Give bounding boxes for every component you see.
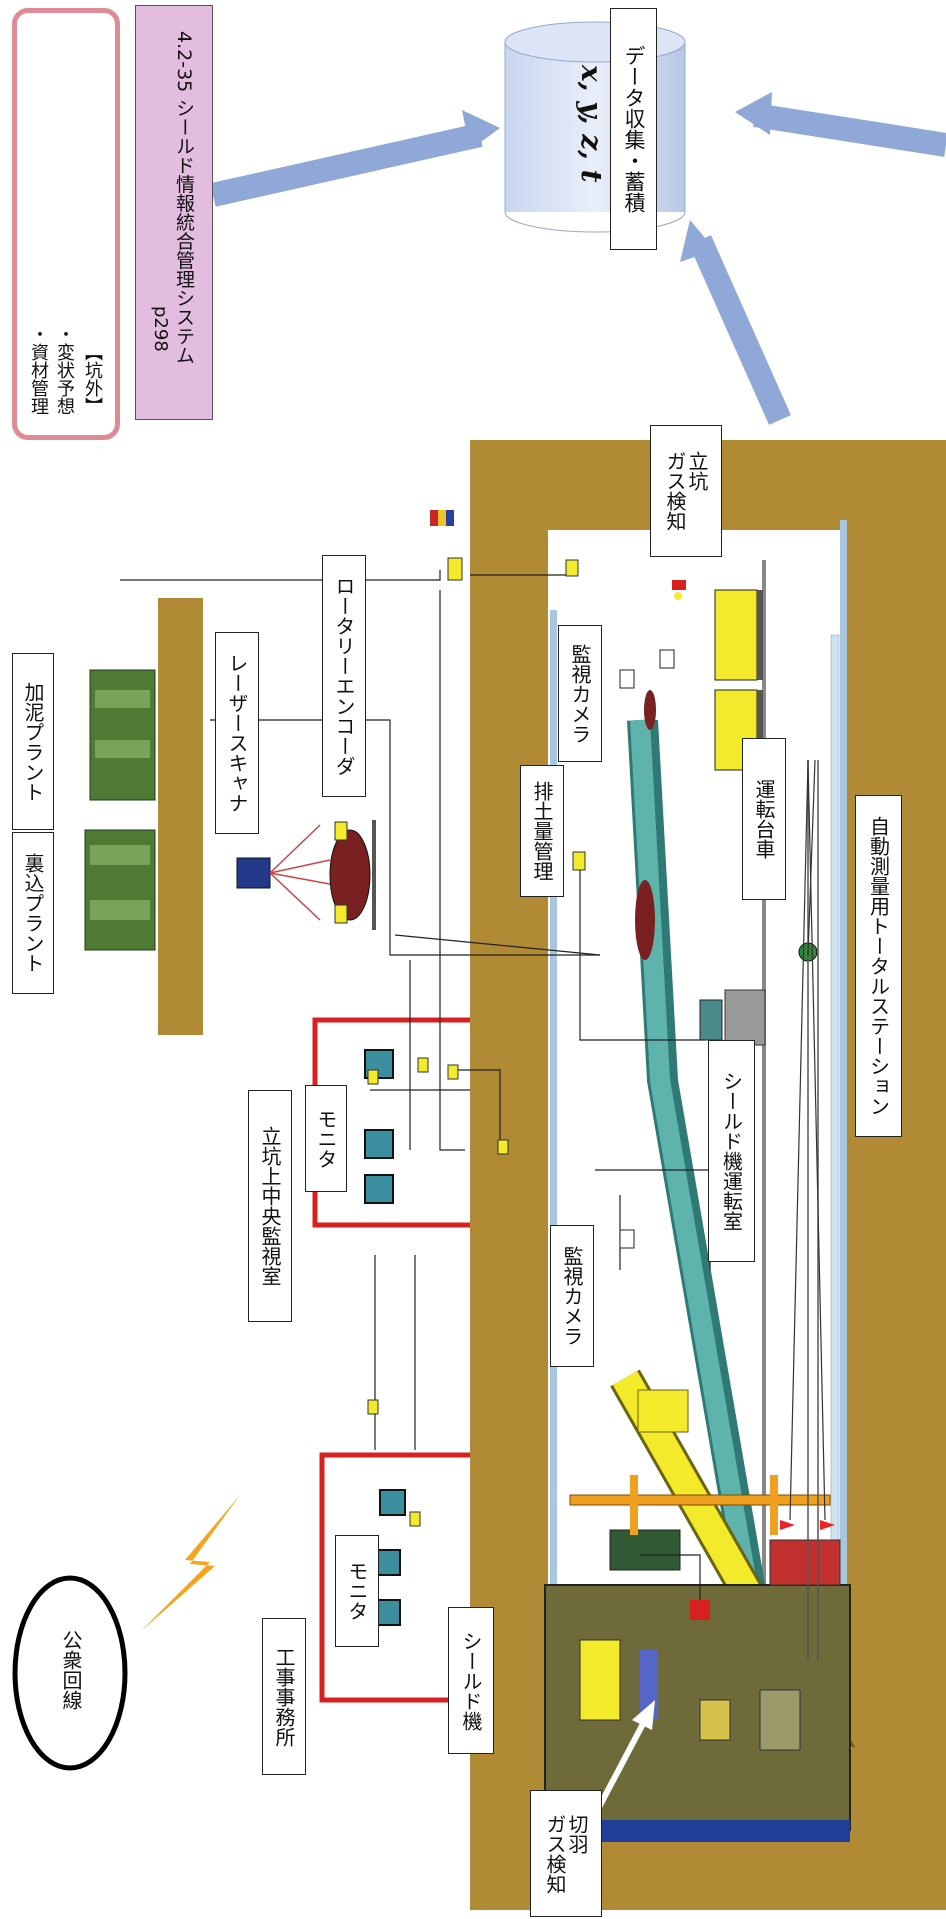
database-label: データ収集・蓄積 <box>610 8 657 250</box>
camera-top-label: 監視カメラ <box>558 625 602 762</box>
shield-machine-label: シールド機 <box>448 1607 494 1754</box>
database-variables: x, y, z, t <box>575 65 608 183</box>
laser-scanner-graphic <box>237 820 376 930</box>
monitor-a-label: モニタ <box>305 1085 347 1192</box>
urakomi-plant-label: 裏込プラント <box>12 832 54 994</box>
face-gas-label: 切羽 ガス検知 <box>530 1790 602 1917</box>
system-box-page: p298 <box>150 306 171 352</box>
camera-bottom-label: 監視カメラ <box>550 1225 594 1367</box>
monitor-b-label: モニタ <box>335 1535 379 1647</box>
outside-box: 【坑外】 ・変状予想 ・資材管理 <box>12 8 120 440</box>
shaft-gas-label: 立坑 ガス検知 <box>650 425 722 557</box>
office-label: 工事事務所 <box>262 1618 306 1775</box>
system-box-title: シールド情報統合管理システム <box>173 98 195 364</box>
auto-station-label: 自動測量用トータルステーション <box>855 795 902 1137</box>
kanei-plant-label: 加泥プラント <box>12 653 54 830</box>
lightning-icon <box>140 1495 240 1632</box>
shield-operation-room-label: シールド機運転室 <box>708 1040 755 1262</box>
plants <box>85 670 155 950</box>
laser-scanner-label: レーザースキャナ <box>215 632 259 834</box>
outside-box-item: ・変状予想 <box>51 325 77 415</box>
public-line-label: 公衆回線 <box>57 1630 86 1710</box>
system-box-ref: 4.2-35 <box>173 31 195 92</box>
rotary-encoder-label: ロータリーエンコーダ <box>322 555 366 797</box>
outside-box-item: ・資材管理 <box>25 325 51 415</box>
operation-cart-label: 運転台車 <box>742 738 786 900</box>
monitor-room-label: 立坑上中央監視室 <box>248 1090 292 1322</box>
outside-box-heading: 【坑外】 <box>79 343 105 415</box>
system-box: 4.2-35 シールド情報統合管理システム p298 <box>135 5 213 420</box>
soil-discharge-label: 排土量管理 <box>520 765 564 897</box>
